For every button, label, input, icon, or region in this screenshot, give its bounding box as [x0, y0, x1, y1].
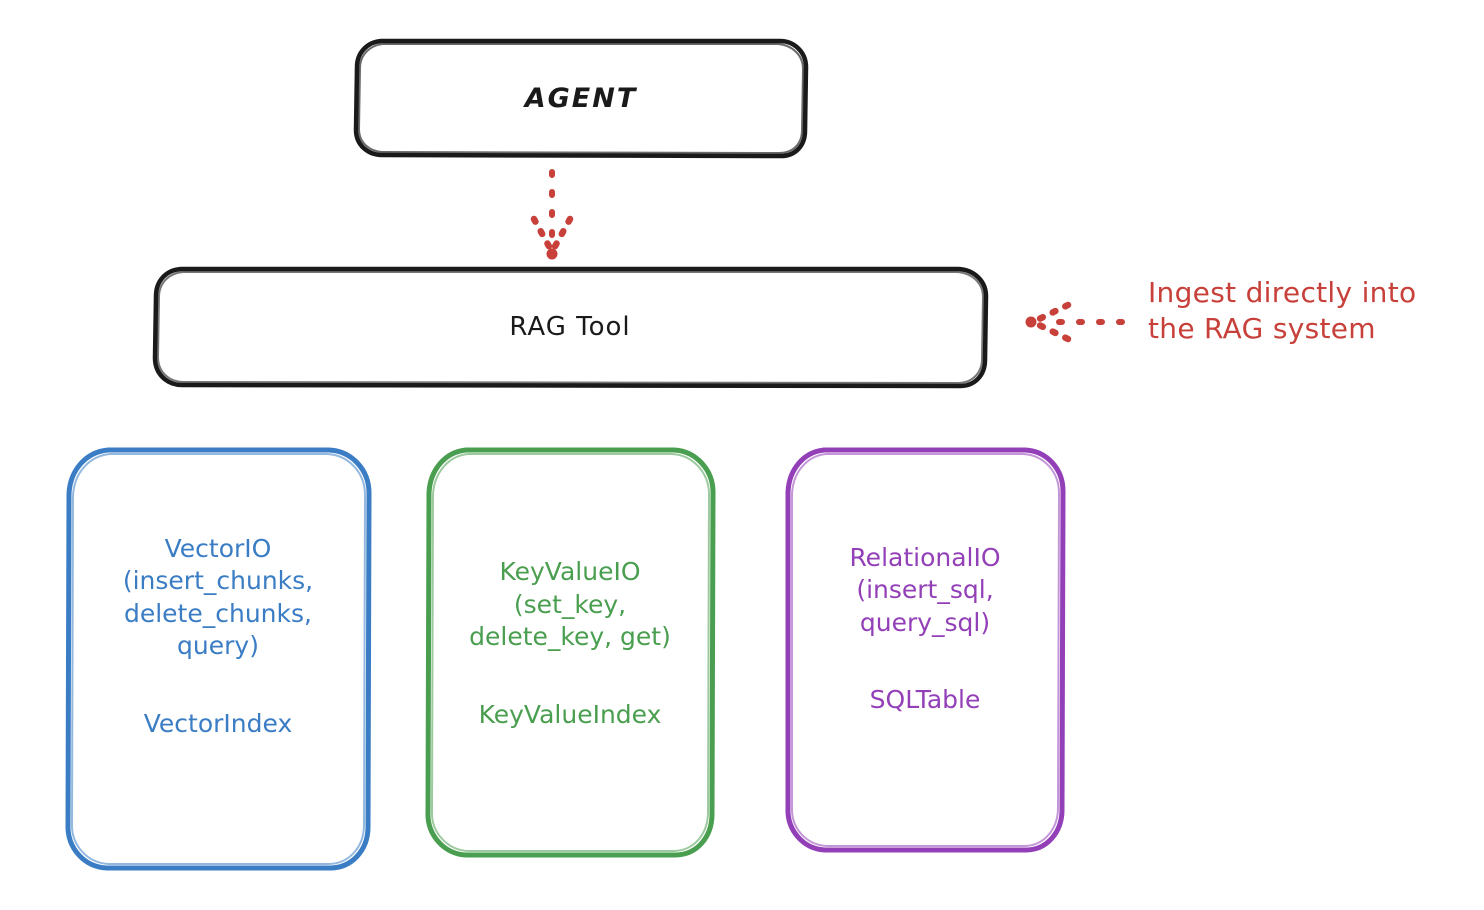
keyvalue-io-node[interactable]: KeyValueIO (set_key, delete_key, get) Ke… — [428, 449, 712, 856]
vector-io-body: VectorIO (insert_chunks, delete_chunks, … — [68, 533, 368, 738]
ingest-to-rag-arrow — [1025, 301, 1125, 343]
keyvalue-io-api-label: KeyValueIO (set_key, delete_key, get) — [469, 557, 671, 652]
agent-box-outline — [353, 38, 809, 159]
keyvalue-io-box-outline — [425, 447, 716, 858]
relational-io-node[interactable]: RelationalIO (insert_sql, query_sql) SQL… — [788, 449, 1062, 851]
vector-io-node[interactable]: VectorIO (insert_chunks, delete_chunks, … — [68, 449, 368, 869]
agent-label: AGENT — [524, 82, 638, 114]
vector-io-box-outline — [65, 447, 372, 871]
rag-tool-label: RAG Tool — [509, 312, 631, 342]
sql-table-label: SQLTable — [869, 685, 981, 715]
agent-node[interactable]: AGENT — [356, 40, 806, 156]
agent-to-rag-arrow — [530, 169, 574, 260]
vector-index-label: VectorIndex — [143, 708, 293, 738]
vector-io-api-label: VectorIO (insert_chunks, delete_chunks, … — [122, 533, 314, 661]
relational-io-box-outline — [785, 447, 1066, 853]
relational-io-body: RelationalIO (insert_sql, query_sql) SQL… — [788, 542, 1062, 715]
keyvalue-io-body: KeyValueIO (set_key, delete_key, get) Ke… — [428, 556, 712, 729]
relational-io-api-label: RelationalIO (insert_sql, query_sql) — [849, 542, 1001, 637]
keyvalue-index-label: KeyValueIndex — [478, 699, 662, 729]
rag-tool-box-outline — [152, 266, 989, 389]
ingest-annotation-label: Ingest directly into the RAG system — [1148, 276, 1417, 346]
rag-tool-node[interactable]: RAG Tool — [155, 268, 985, 386]
